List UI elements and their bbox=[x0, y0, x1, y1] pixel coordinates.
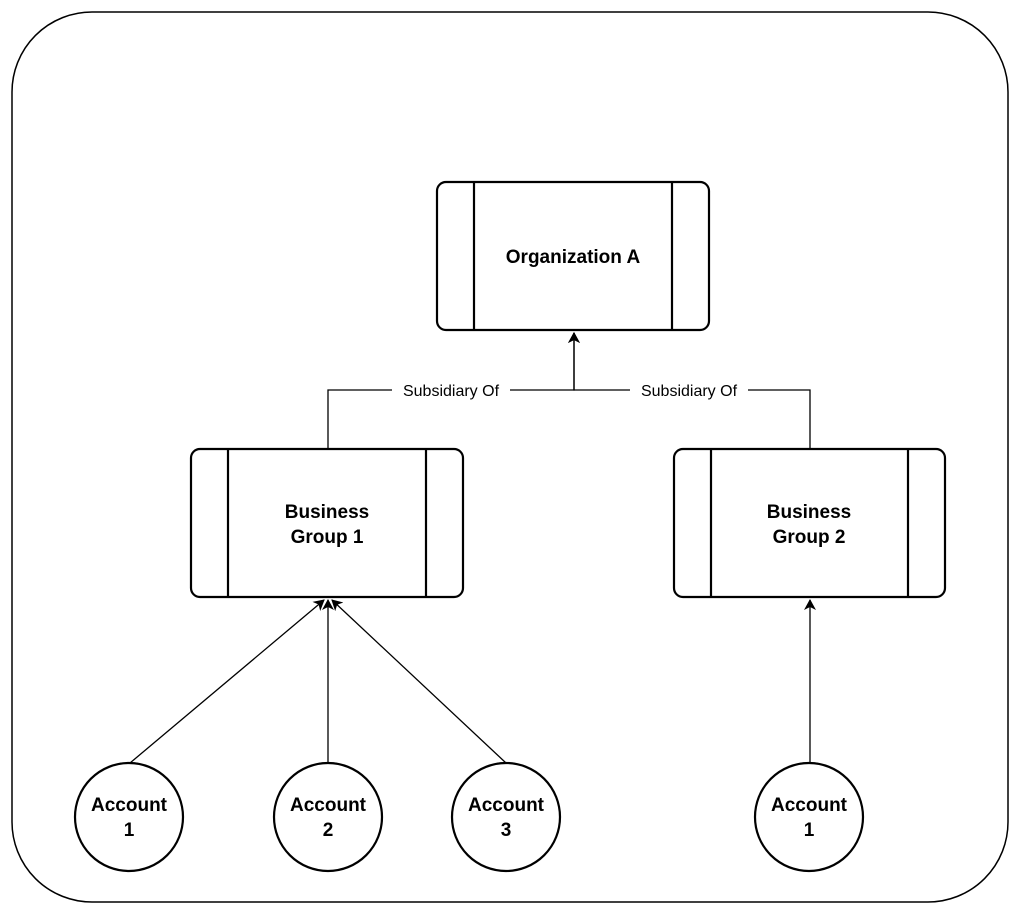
edge-label-bg bbox=[392, 380, 510, 400]
business-group-node[interactable]: Business Group 2 bbox=[672, 447, 947, 599]
account-label-line2: 2 bbox=[323, 820, 334, 841]
diagram-container bbox=[11, 11, 1009, 903]
account-label-line2: 3 bbox=[501, 820, 512, 841]
account-node[interactable]: Account 1 bbox=[753, 761, 865, 873]
account-label-line1: Account bbox=[290, 795, 367, 816]
account-label-line2: 1 bbox=[804, 820, 815, 841]
account-label-line1: Account bbox=[468, 795, 545, 816]
account-label-line1: Account bbox=[91, 795, 168, 816]
account-label-line2: 1 bbox=[124, 820, 135, 841]
account-node[interactable]: Account 2 bbox=[272, 761, 384, 873]
organization-node[interactable]: Organization A bbox=[435, 180, 711, 332]
edge-label-bg bbox=[630, 380, 748, 400]
account-node[interactable]: Account 1 bbox=[73, 761, 185, 873]
edge-account1-to-bg1 bbox=[129, 599, 325, 764]
edge-label-subsidiary-of-left: Subsidiary Of bbox=[403, 383, 500, 400]
business-group-node[interactable]: Business Group 1 bbox=[189, 447, 465, 599]
account-node[interactable]: Account 3 bbox=[450, 761, 562, 873]
business-group-label-line2: Group 2 bbox=[773, 527, 846, 548]
business-group-label-line1: Business bbox=[767, 502, 851, 523]
business-group-label-line2: Group 1 bbox=[291, 527, 364, 548]
edge-account3-to-bg1 bbox=[331, 599, 507, 764]
organization-label: Organization A bbox=[506, 247, 641, 268]
account-label-line1: Account bbox=[771, 795, 848, 816]
business-group-label-line1: Business bbox=[285, 502, 369, 523]
edge-label-subsidiary-of-right: Subsidiary Of bbox=[641, 383, 738, 400]
